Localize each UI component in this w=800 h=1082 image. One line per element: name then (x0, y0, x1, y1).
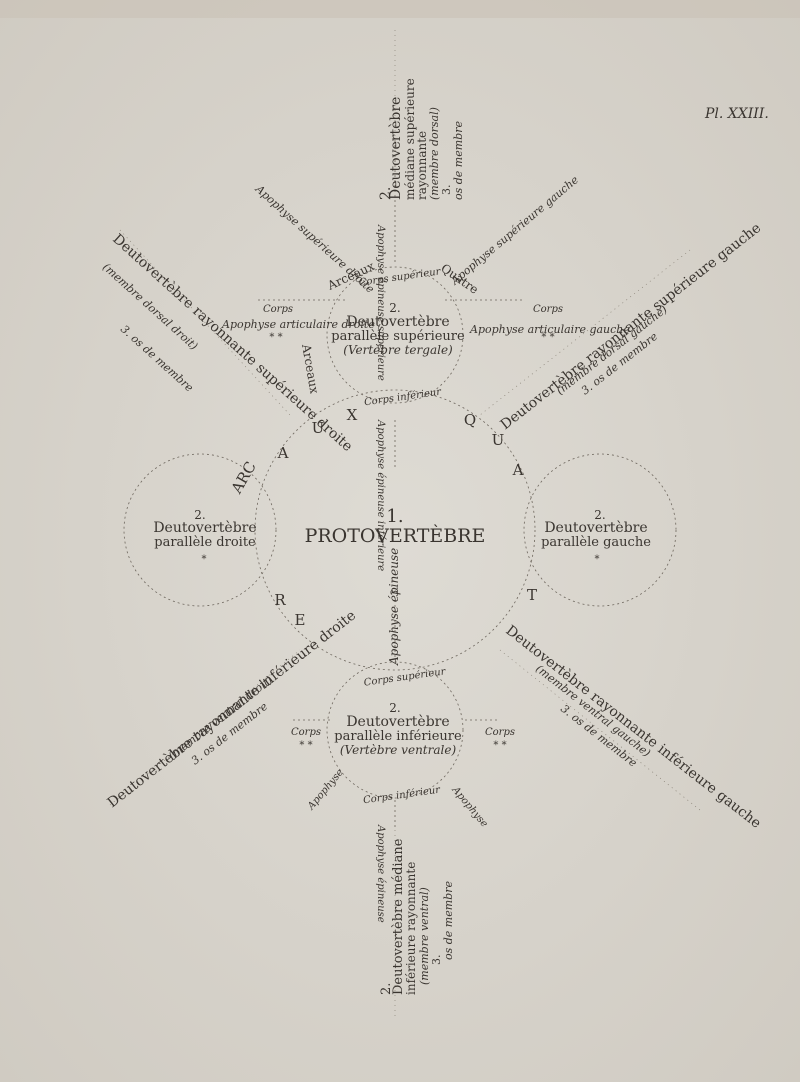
inferior-corps-left: Corps (291, 727, 321, 738)
bottom-ray-line-4: 3. (430, 955, 443, 966)
left-circle (123, 453, 277, 607)
superior-label-2: parallèle supérieure (331, 329, 465, 344)
top-ray-labels: 2. Deutovertèbre médiane supérieure rayo… (378, 78, 465, 200)
left-number: 2. (194, 508, 205, 522)
inferior-label-2: parallèle inférieure (334, 729, 462, 744)
superior-circle (326, 266, 464, 404)
inferior-apophyse-epineuse: Apophyse épineuse (375, 824, 386, 923)
arc-letter-9: R (274, 591, 286, 609)
inferior-stars-right: * * (493, 740, 506, 751)
top-ray-line-4: (membre dorsal) (428, 107, 441, 200)
superior-apophyse-articulaire-droite: Apophyse articulaire droite (221, 318, 375, 331)
superior-stars-left: * * (269, 332, 282, 343)
protovertebre: 1. PROTOVERTÈBRE (305, 506, 486, 547)
right-label-1: Deutovertèbre (544, 520, 647, 536)
inferior-number: 2. (389, 701, 400, 715)
arc-letter-2: A (277, 444, 289, 462)
right-deutovertebre: 2. Deutovertèbre parallèle gauche * (541, 508, 651, 565)
top-ray-line-1: Deutovertèbre (388, 97, 404, 200)
left-star: * (202, 554, 207, 565)
superior-deutovertebre: 2. Deutovertèbre parallèle supérieure (V… (263, 266, 563, 408)
top-ray-line-5: 3. (440, 185, 453, 196)
right-number: 2. (594, 508, 605, 522)
superior-apophyse-epineuse-inferieure: Apophyse épineuse inférieure (375, 419, 386, 571)
inferior-stars-left: * * (299, 740, 312, 751)
arc-letter-10: E (295, 611, 306, 629)
bottom-ray-line-3: (membre ventral) (418, 887, 431, 985)
bottom-ray-line-1: Deutovertèbre médiane (391, 838, 406, 995)
top-ray-line-2: médiane supérieure (403, 78, 417, 200)
bottom-ray-labels: 2. Deutovertèbre médiane inférieure rayo… (379, 838, 455, 995)
plate-number: Pl. XXIII. (704, 106, 769, 122)
inferior-label-3: (Vertèbre ventrale) (340, 743, 457, 757)
right-star: * (595, 554, 600, 565)
protovertebre-apophyse-epineuse: Apophyse épineuse (387, 548, 401, 666)
left-label-2: parallèle droite (154, 535, 256, 550)
arc-letter-7: A (512, 461, 524, 479)
bottom-ray-number: 2. (379, 983, 394, 995)
protovertebre-label: PROTOVERTÈBRE (305, 524, 486, 547)
superior-corps-left: Corps (263, 304, 293, 315)
superior-label-1: Deutovertèbre (346, 314, 449, 330)
superior-number: 2. (389, 301, 400, 315)
superior-label-3: (Vertèbre tergale) (343, 343, 453, 357)
superior-apophyse-articulaire-gauche: Apophyse articulaire gauche (469, 323, 630, 336)
top-ray-line-6: os de membre (452, 121, 465, 200)
top-edge-shadow (0, 0, 800, 18)
bottom-ray-line-5: os de membre (442, 881, 455, 960)
arc-letter-6: U (492, 431, 505, 449)
inferior-corps-right: Corps (485, 727, 515, 738)
protovertebre-apophyse-number: 3. (390, 586, 401, 596)
top-ray-number: 2. (378, 187, 394, 200)
arc-letter-4: X (347, 406, 358, 424)
superior-stars-right: * * (541, 332, 554, 343)
top-ray-line-3: rayonnante (415, 131, 429, 200)
protovertebre-circle (254, 389, 536, 671)
left-label-1: Deutovertèbre (153, 520, 256, 536)
inferior-label-1: Deutovertèbre (346, 714, 449, 730)
arc-letter-8: T (527, 586, 537, 604)
arc-letter-5: Q (464, 411, 476, 429)
protovertebre-number: 1. (386, 506, 403, 527)
right-circle (523, 453, 677, 607)
arc-letter-3: U (312, 419, 325, 437)
bottom-ray-line-2: inférieure rayonnante (404, 862, 418, 995)
left-deutovertebre: 2. Deutovertèbre parallèle droite * (153, 508, 256, 565)
superior-apophyse-epineuse-superieure: Apophyse épineuse supérieure (375, 224, 386, 381)
right-label-2: parallèle gauche (541, 535, 651, 550)
inferior-circle (326, 661, 464, 799)
superior-corps-right: Corps (533, 304, 563, 315)
